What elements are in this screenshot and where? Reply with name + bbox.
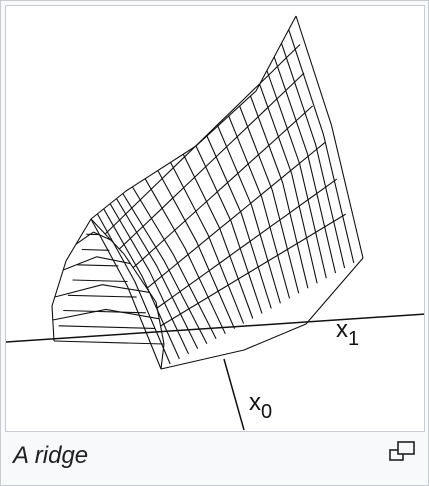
ridge-mesh-cross-line	[182, 153, 254, 319]
ridge-mesh-long-line	[156, 178, 338, 309]
ridge-mesh-left-line	[58, 325, 155, 329]
ridge-mesh-cross-line	[103, 208, 180, 360]
ridge-mesh-long-line	[118, 72, 305, 250]
magnify-clip-icon[interactable]	[389, 441, 415, 461]
x0-axis-line	[223, 358, 245, 431]
ridge-lower-edge	[160, 257, 364, 370]
ridge-mesh-left-line	[72, 279, 128, 283]
ridge-mesh-long-line	[146, 142, 326, 289]
ridge-mesh-left-line	[77, 264, 119, 267]
ridge-mesh-cross-line	[273, 56, 337, 274]
ridge-mesh-left-line	[63, 309, 146, 314]
ridge-mesh-cross-line	[144, 178, 226, 334]
ridge-mesh-cross-line	[295, 15, 364, 259]
ridge-mesh-left-line	[53, 340, 165, 345]
ridge-mesh-cross-line	[195, 145, 263, 314]
ridge-mesh-cross-line	[116, 198, 199, 350]
ridge-mesh-cross-line	[131, 186, 217, 339]
ridge-image[interactable]: x1 x0	[5, 5, 425, 432]
ridge-mesh-long-line	[160, 213, 346, 327]
ridge-mesh-front-line	[54, 284, 150, 298]
ridge-mesh-front-line	[75, 231, 112, 245]
ridge-mesh-cross-line	[122, 193, 208, 345]
ridge-mesh-left-line	[81, 248, 110, 251]
ridge-mesh-cross-line	[109, 203, 189, 355]
ridge-mesh-cross-line	[266, 70, 327, 279]
ridge-front-left-edge	[51, 218, 92, 342]
ridge-front-right-edge	[90, 218, 165, 345]
ridge-mesh-cross-line	[228, 115, 291, 299]
x1-axis-label: x1	[336, 316, 359, 350]
ridge-surface-plot: x1 x0	[6, 15, 424, 431]
ridge-mesh-long-line	[132, 105, 313, 269]
ridge-mesh-cross-line	[288, 29, 355, 264]
ridge-mesh-left-line	[67, 294, 137, 298]
ridge-mesh-long-line	[104, 44, 301, 235]
figure-caption: A ridge	[13, 442, 89, 469]
ridge-mesh-cross-line	[90, 218, 162, 370]
ridge-mesh-cross-line	[206, 135, 272, 309]
ridge-mesh-front-line	[62, 256, 131, 271]
ridge-mesh-cross-line	[249, 95, 309, 289]
ridge-mesh-cross-line	[217, 125, 281, 304]
ridge-mesh-cross-line	[259, 84, 318, 284]
ridge-crest-line	[90, 15, 297, 220]
ridge-mesh-cross-line	[170, 162, 245, 324]
ridge-mesh-front-line	[52, 308, 160, 321]
ridge-mesh-cross-line	[280, 43, 346, 269]
ridge-mesh-cross-line	[239, 105, 300, 294]
x1-axis-line	[6, 313, 424, 343]
ridge-mesh-cross-line	[96, 213, 171, 365]
ridge-mesh-cross-line	[157, 170, 236, 329]
x0-axis-label: x0	[249, 389, 272, 423]
